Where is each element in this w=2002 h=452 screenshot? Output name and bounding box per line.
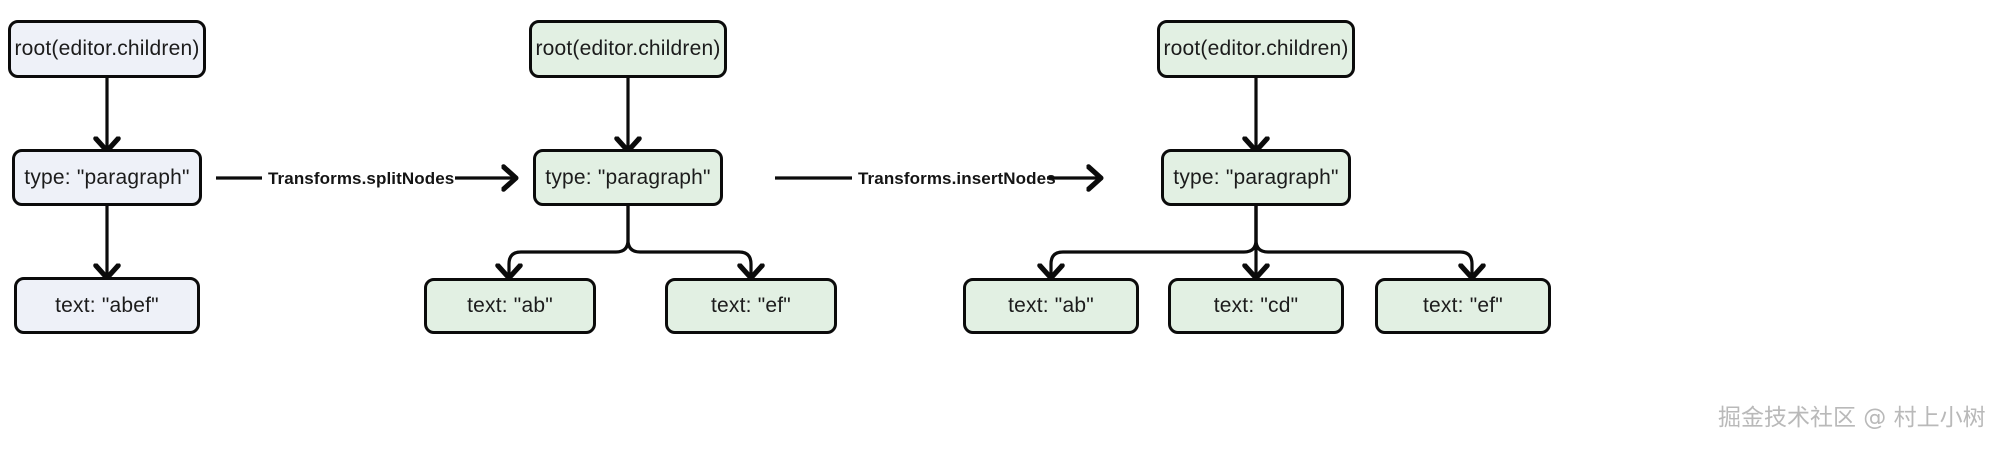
node-root-after-insert[interactable]: root(editor.children)	[1157, 20, 1355, 78]
node-text-ab-after-split[interactable]: text: "ab"	[424, 278, 596, 334]
connector-paragraph3-textef	[1254, 205, 1472, 277]
node-label: text: "ef"	[711, 294, 791, 317]
transition-label-split-nodes: Transforms.splitNodes	[268, 169, 455, 188]
node-root-after-split[interactable]: root(editor.children)	[529, 20, 727, 78]
node-paragraph-before[interactable]: type: "paragraph"	[12, 149, 202, 206]
node-label: text: "ab"	[467, 294, 553, 317]
node-text-cd-after-insert[interactable]: text: "cd"	[1168, 278, 1344, 334]
node-root-before[interactable]: root(editor.children)	[8, 20, 206, 78]
node-label: root(editor.children)	[14, 37, 200, 60]
watermark-text: 掘金技术社区 @ 村上小树	[1718, 405, 1986, 431]
node-label: type: "paragraph"	[545, 165, 711, 189]
node-label: root(editor.children)	[535, 37, 721, 60]
node-text-ef-after-insert[interactable]: text: "ef"	[1375, 278, 1551, 334]
node-paragraph-after-insert[interactable]: type: "paragraph"	[1161, 149, 1351, 206]
node-text-abef[interactable]: text: "abef"	[14, 277, 200, 334]
node-label: text: "cd"	[1213, 294, 1299, 317]
node-text-ab-after-insert[interactable]: text: "ab"	[963, 278, 1139, 334]
node-text-ef-after-split[interactable]: text: "ef"	[665, 278, 837, 334]
connector-paragraph2-textab	[509, 205, 630, 277]
connector-paragraph2-textef	[626, 205, 751, 277]
node-paragraph-after-split[interactable]: type: "paragraph"	[533, 149, 723, 206]
node-label: type: "paragraph"	[24, 165, 190, 189]
node-label: text: "abef"	[55, 293, 159, 317]
connector-paragraph3-textab	[1051, 205, 1258, 277]
node-label: text: "ab"	[1008, 294, 1094, 317]
node-label: type: "paragraph"	[1173, 165, 1339, 189]
node-label: root(editor.children)	[1163, 37, 1349, 60]
transition-label-insert-nodes: Transforms.insertNodes	[858, 169, 1056, 188]
node-label: text: "ef"	[1423, 294, 1503, 317]
